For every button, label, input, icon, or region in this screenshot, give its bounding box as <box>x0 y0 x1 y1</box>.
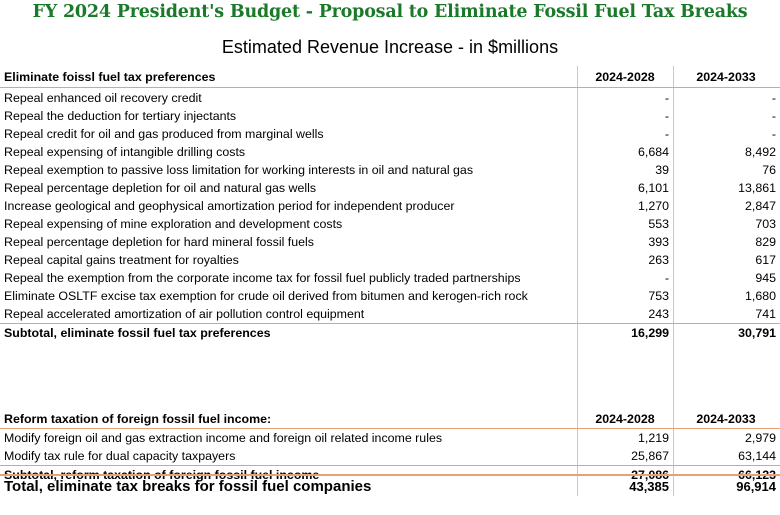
section-header: Eliminate foissl fuel tax preferences 20… <box>0 68 780 86</box>
table-row: Repeal enhanced oil recovery credit - - <box>0 89 780 107</box>
value-2024-2033: 2,979 <box>744 431 776 445</box>
value-2024-2028: 6,101 <box>637 181 669 195</box>
table-row: Repeal expensing of intangible drilling … <box>0 143 780 161</box>
value-2024-2033: - <box>771 127 776 141</box>
value-2024-2033: - <box>771 109 776 123</box>
value-2024-2033: 1,680 <box>744 289 776 303</box>
value-2024-2033: 76 <box>762 163 776 177</box>
value-2024-2028: - <box>664 271 669 285</box>
value-2024-2028: 6,684 <box>637 145 669 159</box>
section-header-label: Eliminate foissl fuel tax preferences <box>4 70 216 84</box>
column-divider <box>577 66 578 496</box>
table-row: Eliminate OSLTF excise tax exemption for… <box>0 287 780 305</box>
table-row: Repeal the deduction for tertiary inject… <box>0 107 780 125</box>
value-2024-2028: 39 <box>655 163 669 177</box>
row-label: Repeal accelerated amortization of air p… <box>4 307 365 321</box>
row-label: Modify tax rule for dual capacity taxpay… <box>4 449 236 463</box>
value-2024-2033: 8,492 <box>744 145 776 159</box>
value-2024-2028: 1,270 <box>637 199 669 213</box>
value-2024-2033: 2,847 <box>744 199 776 213</box>
column-header: 2024-2028 <box>595 412 655 426</box>
value-2024-2028: 553 <box>648 217 669 231</box>
table-row: Repeal percentage depletion for oil and … <box>0 179 780 197</box>
row-label: Increase geological and geophysical amor… <box>4 199 455 213</box>
table-row: Repeal credit for oil and gas produced f… <box>0 125 780 143</box>
table-row: Repeal accelerated amortization of air p… <box>0 305 780 323</box>
row-label: Repeal capital gains treatment for royal… <box>4 253 239 267</box>
subtotal-row: Subtotal, eliminate fossil fuel tax pref… <box>0 324 780 342</box>
row-label: Modify foreign oil and gas extraction in… <box>4 431 443 445</box>
total-rule <box>0 474 780 476</box>
value-2024-2033: - <box>771 91 776 105</box>
value-2024-2033: 829 <box>755 235 776 249</box>
value-2024-2033: 63,144 <box>738 449 776 463</box>
value-2024-2028: 25,867 <box>631 449 669 463</box>
section-header-label: Reform taxation of foreign fossil fuel i… <box>4 412 272 426</box>
subtotal-rule <box>0 323 780 324</box>
section-header: Reform taxation of foreign fossil fuel i… <box>0 410 780 428</box>
column-divider <box>673 66 674 496</box>
table-row: Repeal percentage depletion for hard min… <box>0 233 780 251</box>
table-row: Repeal expensing of mine exploration and… <box>0 215 780 233</box>
value-2024-2033: 13,861 <box>738 181 776 195</box>
total-label: Total, eliminate tax breaks for fossil f… <box>4 478 372 495</box>
value-2024-2028: 1,219 <box>637 431 669 445</box>
header-rule <box>0 87 780 88</box>
total-2024-2033: 96,914 <box>736 479 776 494</box>
value-2024-2028: 753 <box>648 289 669 303</box>
row-label: Repeal credit for oil and gas produced f… <box>4 127 324 141</box>
total-row: Total, eliminate tax breaks for fossil f… <box>0 476 780 498</box>
header-rule <box>0 428 780 429</box>
row-label: Eliminate OSLTF excise tax exemption for… <box>4 289 528 303</box>
table-row: Modify foreign oil and gas extraction in… <box>0 429 780 447</box>
value-2024-2028: 393 <box>648 235 669 249</box>
table-row: Repeal exemption to passive loss limitat… <box>0 161 780 179</box>
subtotal-2024-2028: 16,299 <box>631 326 669 340</box>
value-2024-2028: - <box>664 127 669 141</box>
page-subtitle: Estimated Revenue Increase - in $million… <box>221 37 559 57</box>
column-header: 2024-2028 <box>595 70 655 84</box>
row-label: Repeal exemption to passive loss limitat… <box>4 163 474 177</box>
row-label: Repeal enhanced oil recovery credit <box>4 91 202 105</box>
row-label: Repeal the exemption from the corporate … <box>4 271 521 285</box>
value-2024-2028: - <box>664 109 669 123</box>
row-label: Repeal expensing of intangible drilling … <box>4 145 246 159</box>
table-row: Increase geological and geophysical amor… <box>0 197 780 215</box>
column-header: 2024-2033 <box>696 412 756 426</box>
table-row: Repeal capital gains treatment for royal… <box>0 251 780 269</box>
subtotal-label: Subtotal, eliminate fossil fuel tax pref… <box>4 326 271 340</box>
value-2024-2028: - <box>664 91 669 105</box>
value-2024-2033: 741 <box>755 307 776 321</box>
page-title: FY 2024 President's Budget - Proposal to… <box>32 2 748 22</box>
row-label: Repeal percentage depletion for oil and … <box>4 181 317 195</box>
value-2024-2028: 243 <box>648 307 669 321</box>
row-label: Repeal expensing of mine exploration and… <box>4 217 343 231</box>
value-2024-2033: 703 <box>755 217 776 231</box>
row-label: Repeal percentage depletion for hard min… <box>4 235 314 249</box>
total-2024-2028: 43,385 <box>629 479 669 494</box>
column-header: 2024-2033 <box>696 70 756 84</box>
table-row: Modify tax rule for dual capacity taxpay… <box>0 447 780 465</box>
row-label: Repeal the deduction for tertiary inject… <box>4 109 237 123</box>
value-2024-2028: 263 <box>648 253 669 267</box>
value-2024-2033: 945 <box>755 271 776 285</box>
subtotal-rule <box>0 465 780 466</box>
table-row: Repeal the exemption from the corporate … <box>0 269 780 287</box>
subtotal-2024-2033: 30,791 <box>738 326 776 340</box>
value-2024-2033: 617 <box>755 253 776 267</box>
